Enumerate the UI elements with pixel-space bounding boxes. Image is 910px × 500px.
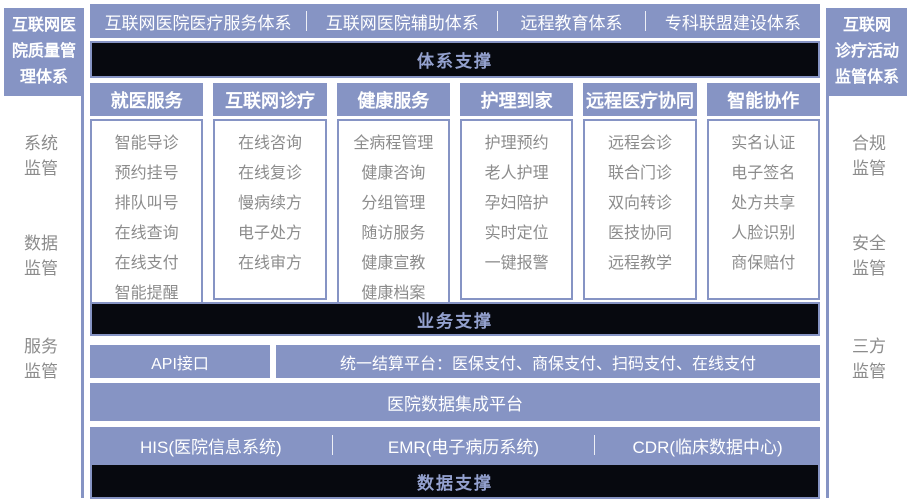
systems-divider — [331, 435, 333, 455]
column-item: 在线查询 — [114, 225, 179, 242]
top-bar-item: 互联网医院辅助体系 — [325, 13, 479, 33]
tier-support-band: 体系支撑 — [90, 41, 820, 78]
service-column: 互联网诊疗 在线咨询在线复诊慢病续方电子处方在线审方 — [213, 83, 327, 300]
service-column: 远程医疗协同 远程会诊联合门诊双向转诊医技协同远程教学 — [583, 83, 697, 300]
column-item: 在线支付 — [114, 255, 179, 272]
right-sidebar-label: 安全 监管 — [852, 234, 886, 278]
column-item: 护理预约 — [484, 135, 549, 152]
column-item: 慢病续方 — [237, 195, 302, 212]
hospital-systems-row: HIS(医院信息系统) EMR(电子病历系统) CDR(临床数据中心) — [90, 427, 820, 463]
column-item: 健康宣教 — [361, 255, 426, 272]
column-body: 远程会诊联合门诊双向转诊医技协同远程教学 — [583, 119, 697, 300]
column-item: 预约挂号 — [114, 165, 179, 182]
column-item: 智能导诊 — [114, 135, 179, 152]
column-body: 在线咨询在线复诊慢病续方电子处方在线审方 — [213, 119, 327, 300]
column-title: 互联网诊疗 — [213, 83, 327, 116]
left-sidebar-title: 互联网医 院质量管 理体系 — [4, 8, 84, 96]
column-item: 实时定位 — [484, 225, 549, 242]
service-columns: 就医服务 智能导诊预约挂号排队叫号在线查询在线支付智能提醒 互联网诊疗 在线咨询… — [90, 83, 820, 311]
column-title: 护理到家 — [459, 83, 574, 116]
left-sidebar-rail — [81, 8, 84, 498]
column-item: 联合门诊 — [607, 165, 672, 182]
column-item: 处方共享 — [731, 195, 796, 212]
column-item: 远程教学 — [607, 255, 672, 272]
column-item: 商保赔付 — [731, 255, 796, 272]
service-column: 就医服务 智能导诊预约挂号排队叫号在线查询在线支付智能提醒 — [90, 83, 204, 311]
column-body: 护理预约老人护理孕妇陪护实时定位一键报警 — [459, 119, 574, 300]
top-systems-bar: 互联网医院医疗服务体系 互联网医院辅助体系 远程教育体系 专科联盟建设体系 — [90, 4, 820, 38]
left-sidebar-label: 数据 监管 — [24, 234, 58, 278]
column-item: 在线审方 — [237, 255, 302, 272]
top-bar-divider — [497, 11, 499, 31]
system-item: CDR(临床数据中心) — [632, 437, 783, 457]
data-integration-platform: 医院数据集成平台 — [90, 383, 820, 421]
column-item: 老人护理 — [484, 165, 549, 182]
settlement-platform-box: 统一结算平台：医保支付、商保支付、扫码支付、在线支付 — [276, 345, 820, 378]
column-item: 在线复诊 — [237, 165, 302, 182]
column-item: 随访服务 — [361, 225, 426, 242]
left-sidebar-label: 服务 监管 — [24, 337, 58, 381]
system-item: EMR(电子病历系统) — [387, 437, 539, 457]
system-item: HIS(医院信息系统) — [140, 437, 282, 457]
top-bar-divider — [644, 11, 646, 31]
column-title: 远程医疗协同 — [583, 83, 697, 116]
data-support-band: 数据支撑 — [90, 463, 820, 499]
column-item: 智能提醒 — [114, 285, 179, 302]
column-item: 人脸识别 — [731, 225, 796, 242]
column-title: 健康服务 — [336, 83, 450, 116]
column-item: 实名认证 — [731, 135, 796, 152]
column-title: 就医服务 — [90, 83, 204, 116]
top-bar-item: 远程教育体系 — [520, 13, 623, 33]
top-bar-item: 专科联盟建设体系 — [664, 13, 801, 33]
column-body: 实名认证电子签名处方共享人脸识别商保赔付 — [706, 119, 820, 300]
column-item: 电子签名 — [731, 165, 796, 182]
column-item: 医技协同 — [607, 225, 672, 242]
top-bar-item: 互联网医院医疗服务体系 — [104, 13, 292, 33]
column-item: 孕妇陪护 — [484, 195, 549, 212]
left-sidebar-label: 系统 监管 — [24, 134, 58, 178]
column-title: 智能协作 — [706, 83, 820, 116]
platform-row: API接口 统一结算平台：医保支付、商保支付、扫码支付、在线支付 — [90, 345, 820, 378]
column-body: 全病程管理健康咨询分组管理随访服务健康宣教健康档案 — [336, 119, 450, 311]
column-body: 智能导诊预约挂号排队叫号在线查询在线支付智能提醒 — [90, 119, 204, 311]
column-item: 健康档案 — [361, 285, 426, 302]
column-item: 远程会诊 — [607, 135, 672, 152]
top-bar-divider — [306, 11, 308, 31]
service-column: 健康服务 全病程管理健康咨询分组管理随访服务健康宣教健康档案 — [336, 83, 450, 311]
column-item: 电子处方 — [237, 225, 302, 242]
right-sidebar-label: 合规 监管 — [852, 134, 886, 178]
api-interface-box: API接口 — [90, 345, 270, 378]
column-item: 分组管理 — [361, 195, 426, 212]
column-item: 健康咨询 — [361, 165, 426, 182]
column-item: 排队叫号 — [114, 195, 179, 212]
column-item: 双向转诊 — [607, 195, 672, 212]
service-column: 智能协作 实名认证电子签名处方共享人脸识别商保赔付 — [706, 83, 820, 300]
systems-divider — [594, 435, 596, 455]
right-sidebar-rail — [826, 8, 829, 498]
service-column: 护理到家 护理预约老人护理孕妇陪护实时定位一键报警 — [459, 83, 574, 300]
column-item: 全病程管理 — [353, 135, 434, 152]
column-item: 在线咨询 — [237, 135, 302, 152]
column-item: 一键报警 — [484, 255, 549, 272]
right-sidebar-title: 互联网 诊疗活动 监管体系 — [827, 8, 907, 96]
business-support-band: 业务支撑 — [90, 302, 820, 336]
right-sidebar-label: 三方 监管 — [852, 337, 886, 381]
